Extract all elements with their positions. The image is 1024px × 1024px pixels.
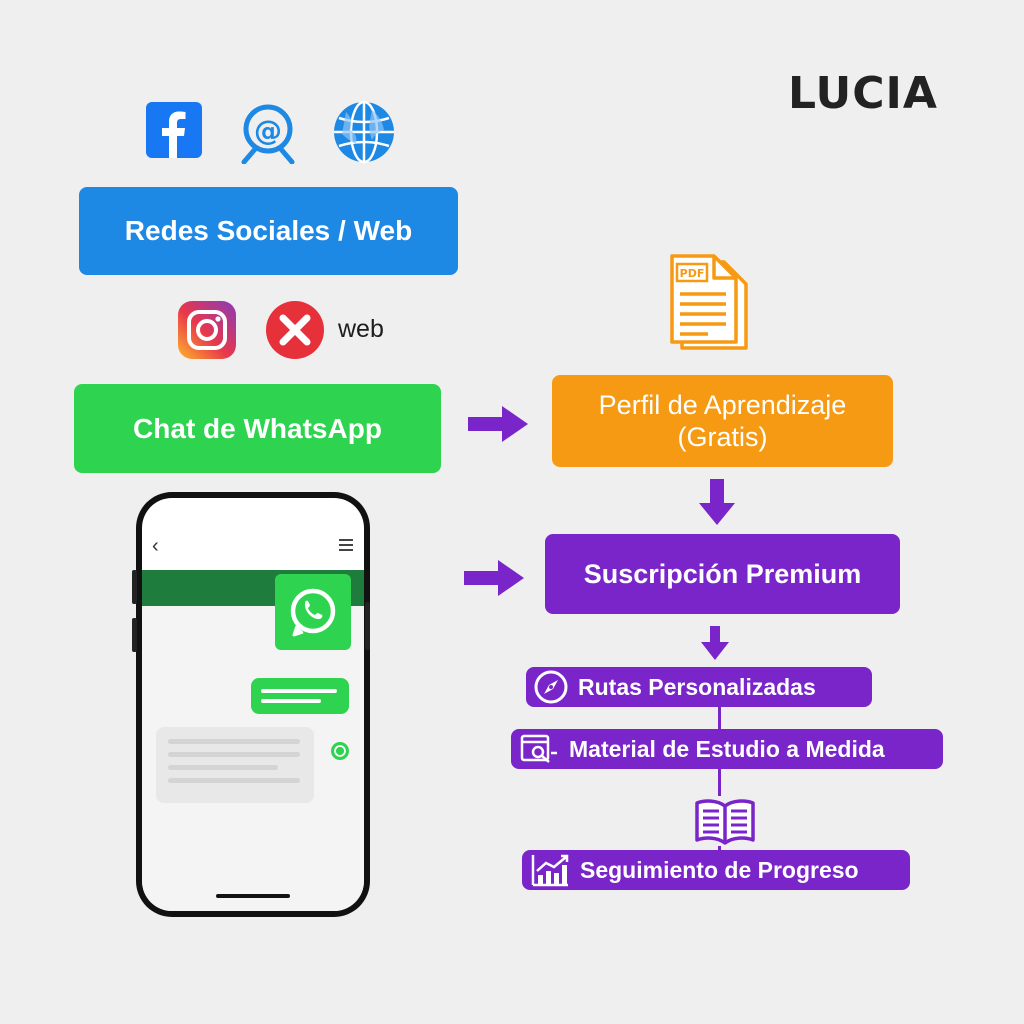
brand-logo: LUCIA: [788, 68, 938, 119]
outgoing-message-bubble: [251, 678, 349, 714]
arrow-right-icon: [466, 404, 530, 444]
at-sign-icon: @: [236, 100, 300, 165]
globe-icon: [332, 100, 396, 164]
whatsapp-chat-box: Chat de WhatsApp: [74, 384, 441, 473]
whatsapp-chat-label: Chat de WhatsApp: [133, 412, 382, 444]
whatsapp-mini-icon: [330, 741, 350, 761]
home-indicator: [216, 894, 290, 898]
social-web-box: Redes Sociales / Web: [79, 187, 458, 275]
social-web-label: Redes Sociales / Web: [124, 215, 413, 246]
learning-profile-title: Perfil de Aprendizaje: [598, 390, 847, 420]
menu-icon[interactable]: [338, 538, 354, 552]
phone-power-button: [365, 602, 370, 650]
svg-text:@: @: [254, 114, 282, 147]
feature-label: Material de Estudio a Medida: [569, 735, 885, 762]
web-label: web: [338, 315, 384, 343]
study-material-icon: [520, 734, 557, 763]
phone-mockup: ‹: [132, 492, 370, 917]
phone-screen: ‹: [142, 498, 364, 911]
message-line: [168, 752, 300, 757]
feature-label: Seguimiento de Progreso: [580, 856, 859, 883]
message-line: [168, 739, 300, 744]
learning-profile-subtitle: (Gratis): [677, 422, 768, 452]
facebook-icon: [146, 102, 202, 158]
whatsapp-icon: [275, 574, 351, 650]
phone-side-button: [132, 618, 137, 652]
feature-personalized-routes: Rutas Personalizadas: [526, 667, 872, 707]
feature-label: Rutas Personalizadas: [578, 673, 816, 700]
compass-icon: [534, 670, 568, 704]
arrow-right-icon: [462, 558, 526, 598]
message-line: [168, 778, 300, 783]
premium-subscription-box: Suscripción Premium: [545, 534, 900, 614]
instagram-icon: [178, 301, 236, 359]
arrow-down-icon: [697, 477, 737, 527]
learning-profile-box: Perfil de Aprendizaje (Gratis): [552, 375, 893, 467]
phone-side-button: [132, 570, 137, 604]
feature-custom-study-material: Material de Estudio a Medida: [511, 729, 943, 769]
open-book-icon: [693, 796, 757, 846]
pdf-label: PDF: [680, 267, 705, 280]
pdf-document-icon: PDF: [668, 254, 752, 352]
progress-chart-icon: [531, 854, 569, 887]
connector-line: [718, 706, 721, 854]
message-line: [168, 765, 278, 770]
premium-subscription-label: Suscripción Premium: [583, 558, 862, 589]
arrow-down-icon: [698, 624, 732, 662]
feature-progress-tracking: Seguimiento de Progreso: [522, 850, 910, 890]
x-mark-icon: [265, 300, 325, 360]
back-chevron-icon[interactable]: ‹: [152, 535, 159, 557]
